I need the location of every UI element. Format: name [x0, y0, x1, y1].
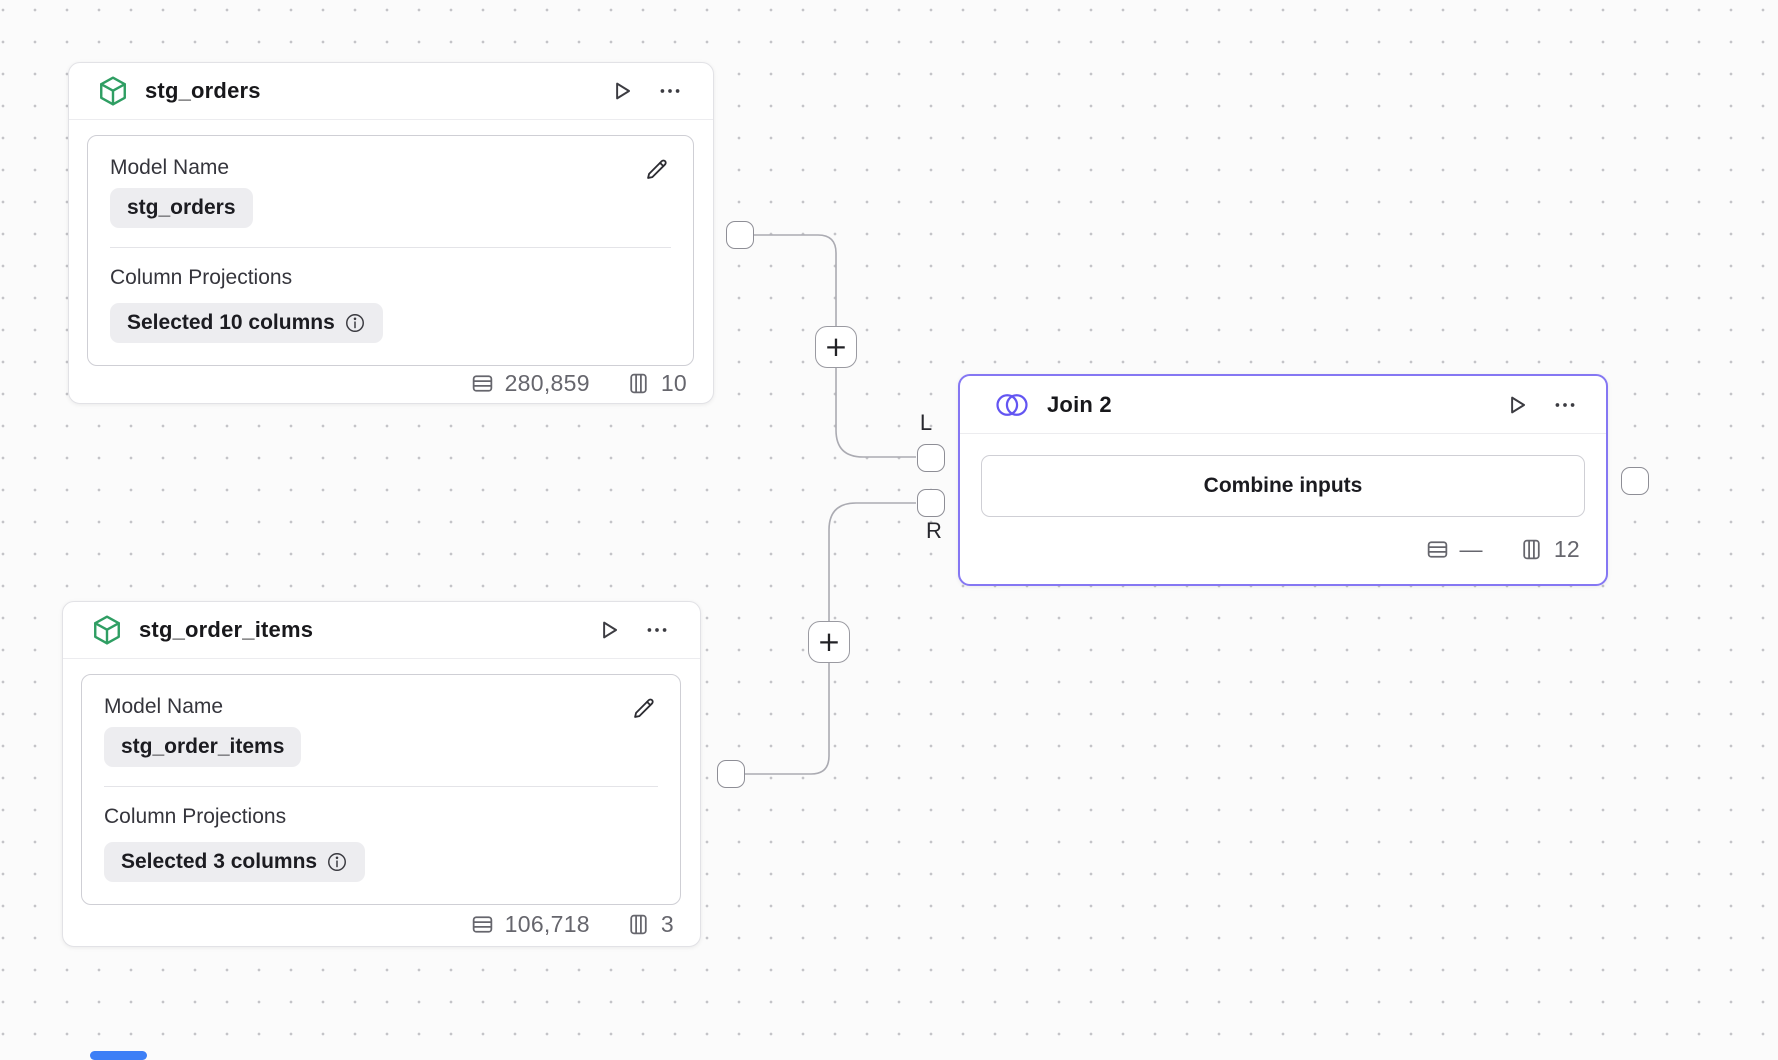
divider [110, 247, 671, 248]
column-projections-chip[interactable]: Selected 3 columns [104, 842, 366, 882]
node-title: stg_order_items [139, 617, 314, 642]
play-icon [609, 78, 635, 104]
row-count: 106,718 [504, 911, 590, 937]
node-stg-order-items[interactable]: stg_order_items Model Name [62, 601, 701, 947]
column-count: 3 [660, 911, 674, 937]
node-join-2[interactable]: Join 2 Combine inputs — 12 [958, 374, 1608, 586]
ellipsis-icon [644, 617, 670, 643]
column-count: 10 [660, 370, 687, 396]
info-circle-icon[interactable] [344, 312, 366, 334]
model-name-chip: stg_orders [110, 188, 253, 228]
play-icon [1504, 392, 1530, 418]
model-name-value: stg_order_items [121, 735, 285, 758]
column-projections-label: Column Projections [104, 805, 287, 828]
venn-circles-icon [992, 390, 1032, 420]
table-columns-icon [626, 912, 651, 937]
right-input-label: R [926, 518, 942, 543]
node-title: stg_orders [145, 78, 261, 103]
column-projections-label: Column Projections [110, 266, 293, 289]
cube-icon [96, 74, 130, 108]
node-title: Join 2 [1047, 391, 1112, 417]
info-circle-icon[interactable] [326, 851, 348, 873]
model-name-chip: stg_order_items [104, 727, 302, 767]
edit-model-name-button[interactable] [641, 154, 671, 184]
column-projections-value: Selected 10 columns [127, 311, 335, 334]
port-stg-orders-output[interactable] [726, 221, 754, 249]
node-join-header[interactable]: Join 2 [960, 376, 1606, 434]
add-node-on-edge-button-bottom[interactable]: + [808, 621, 850, 663]
port-stg-order-items-output[interactable] [717, 760, 745, 788]
node-stats-footer: — 12 [960, 517, 1606, 584]
row-count: — [1459, 536, 1483, 562]
column-projections-value: Selected 3 columns [121, 850, 318, 873]
table-rows-icon [1425, 537, 1450, 562]
port-join-right-input[interactable] [917, 489, 945, 517]
ellipsis-icon [657, 78, 683, 104]
node-stg-orders-header[interactable]: stg_orders [69, 63, 713, 120]
row-count: 280,859 [504, 370, 590, 396]
node-stg-order-items-header[interactable]: stg_order_items [63, 602, 700, 659]
port-join-left-input[interactable] [917, 444, 945, 472]
node-config-card: Model Name stg_order_items Column [81, 674, 681, 905]
table-columns-icon [1519, 537, 1544, 562]
run-node-button[interactable] [605, 74, 639, 108]
port-join-output[interactable] [1621, 467, 1649, 495]
column-projections-chip[interactable]: Selected 10 columns [110, 303, 383, 343]
column-count: 12 [1553, 536, 1580, 562]
node-menu-button[interactable] [653, 74, 687, 108]
model-name-label: Model Name [104, 695, 224, 718]
table-columns-icon [626, 371, 651, 396]
run-node-button[interactable] [1500, 388, 1534, 422]
table-rows-icon [470, 371, 495, 396]
run-node-button[interactable] [592, 613, 626, 647]
pencil-icon [630, 695, 657, 722]
cube-icon [90, 613, 124, 647]
node-stg-orders[interactable]: stg_orders Model Name [68, 62, 714, 404]
horizontal-scrollbar-thumb[interactable] [90, 1051, 147, 1060]
model-name-label: Model Name [110, 156, 230, 179]
add-node-on-edge-button-top[interactable]: + [815, 326, 857, 368]
left-input-label: L [919, 410, 933, 435]
table-rows-icon [470, 912, 495, 937]
node-menu-button[interactable] [1548, 388, 1582, 422]
divider [104, 786, 658, 787]
model-name-value: stg_orders [127, 196, 236, 219]
ellipsis-icon [1552, 392, 1578, 418]
combine-inputs-button[interactable]: Combine inputs [981, 455, 1585, 517]
pencil-icon [643, 156, 670, 183]
node-stats-footer: 106,718 3 [63, 905, 700, 946]
node-config-card: Model Name stg_orders Column Proj [87, 135, 694, 366]
node-stats-footer: 280,859 10 [69, 366, 713, 403]
play-icon [596, 617, 622, 643]
node-menu-button[interactable] [640, 613, 674, 647]
edit-model-name-button[interactable] [628, 693, 658, 723]
